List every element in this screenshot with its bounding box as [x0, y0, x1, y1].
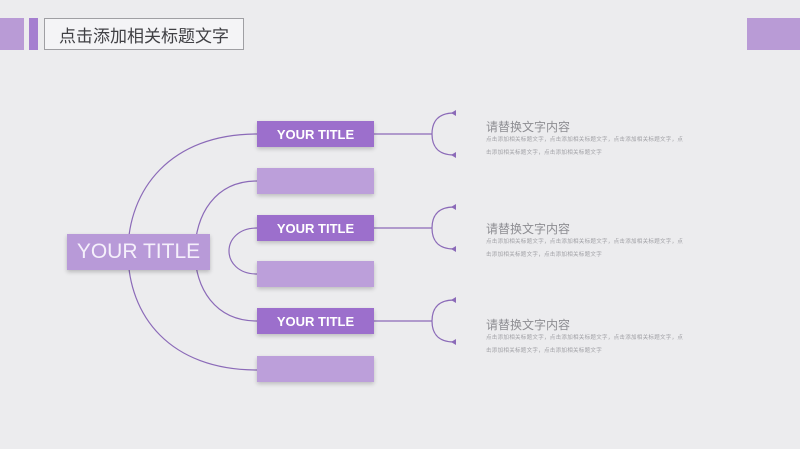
- bracket-2-arrow-bottom: [451, 246, 456, 252]
- bracket-2-arrow-top: [451, 204, 456, 210]
- main-node[interactable]: YOUR TITLE: [67, 234, 210, 270]
- bracket-1: [431, 112, 455, 156]
- branch-node-6[interactable]: [257, 356, 374, 382]
- description-title-3[interactable]: 请替换文字内容: [486, 318, 571, 332]
- branch-node-1[interactable]: YOUR TITLE: [257, 121, 374, 147]
- description-body-2[interactable]: 点击添加相关标题文字，点击添加相关标题文字，点击添加相关标题文字，点击添加相关标…: [486, 239, 684, 258]
- branch-node-3[interactable]: YOUR TITLE: [257, 215, 374, 241]
- branch-node-5[interactable]: YOUR TITLE: [257, 308, 374, 334]
- inner-arc: [228, 227, 258, 275]
- page-title[interactable]: 点击添加相关标题文字: [44, 18, 244, 50]
- bracket-2: [431, 206, 455, 250]
- description-title-1[interactable]: 请替换文字内容: [486, 120, 571, 134]
- right-accent-block: [747, 18, 800, 50]
- left-accent-block: [0, 18, 24, 50]
- left-accent-stripe: [29, 18, 38, 50]
- bracket-3-arrow-bottom: [451, 339, 456, 345]
- branch-node-2[interactable]: [257, 168, 374, 194]
- description-title-2[interactable]: 请替换文字内容: [486, 222, 571, 236]
- description-body-1[interactable]: 点击添加相关标题文字，点击添加相关标题文字，点击添加相关标题文字，点击添加相关标…: [486, 137, 684, 156]
- bracket-1-arrow-top: [451, 110, 456, 116]
- bracket-1-arrow-bottom: [451, 152, 456, 158]
- branch-node-4[interactable]: [257, 261, 374, 287]
- description-body-3[interactable]: 点击添加相关标题文字，点击添加相关标题文字，点击添加相关标题文字，点击添加相关标…: [486, 335, 684, 354]
- bracket-3-arrow-top: [451, 297, 456, 303]
- bracket-3: [431, 299, 455, 343]
